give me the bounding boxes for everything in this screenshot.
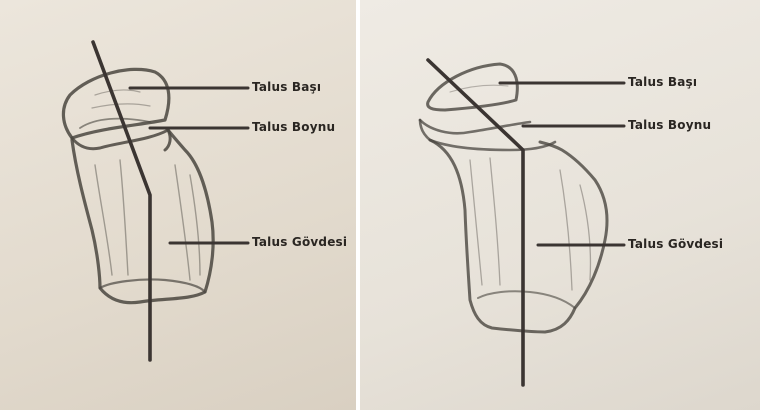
left-talus xyxy=(63,69,213,302)
left-label-neck: Talus Boynu xyxy=(252,120,335,134)
left-talus-shading-6 xyxy=(92,104,150,108)
left-talus-body-base xyxy=(100,279,205,292)
right-talus-shading-1 xyxy=(470,160,482,285)
right-talus-body-outline xyxy=(430,140,607,332)
left-talus-shading-5 xyxy=(95,90,140,95)
left-talus-shading-2 xyxy=(120,160,128,275)
left-leader-lines xyxy=(130,88,248,243)
right-talus-shading-2 xyxy=(490,158,500,285)
right-label-head: Talus Başı xyxy=(628,75,697,89)
right-talus-shading-3 xyxy=(560,170,572,290)
right-label-body: Talus Gövdesi xyxy=(628,237,723,251)
right-talus-neck-outline xyxy=(420,120,530,133)
right-label-neck: Talus Boynu xyxy=(628,118,711,132)
left-label-body: Talus Gövdesi xyxy=(252,235,347,249)
right-talus-shading-4 xyxy=(580,185,591,280)
left-talus-body-outline xyxy=(72,130,213,303)
left-label-head: Talus Başı xyxy=(252,80,321,94)
left-talus-shading-4 xyxy=(190,175,200,275)
right-leader-lines xyxy=(500,83,624,245)
right-talus-body-base xyxy=(478,291,575,308)
right-talus xyxy=(420,64,607,332)
left-talus-shading-3 xyxy=(175,165,190,280)
